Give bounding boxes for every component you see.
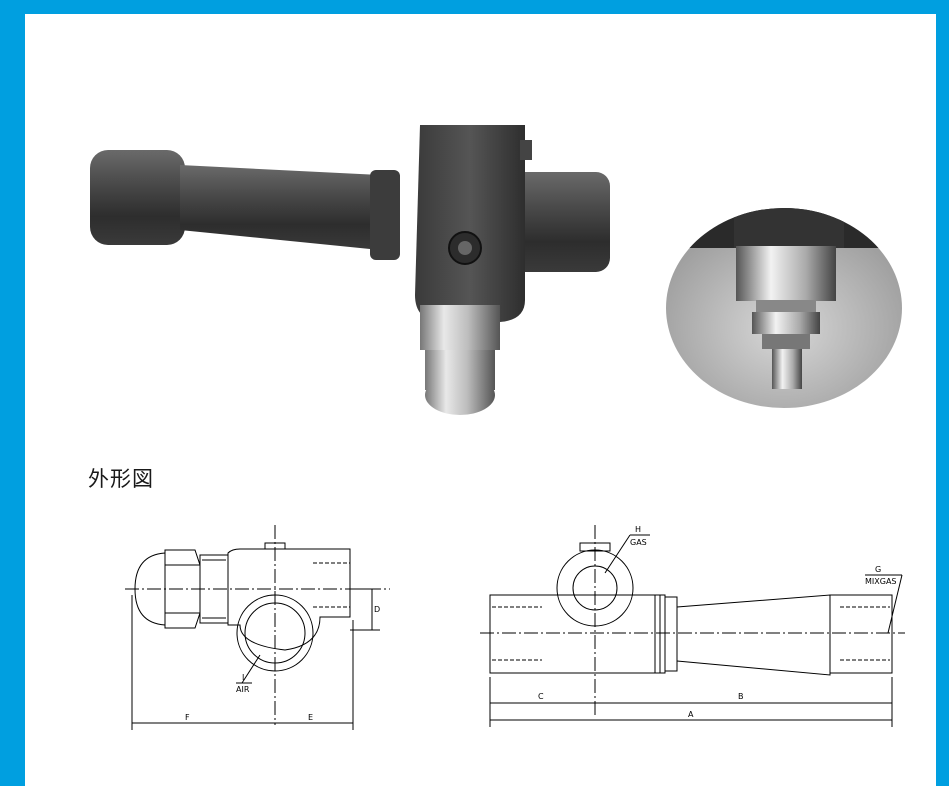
- mixgas-size-label: G: [875, 565, 881, 574]
- dim-e-label: E: [308, 713, 313, 722]
- dim-b-label: B: [738, 692, 744, 701]
- frame-top-border: [0, 0, 949, 14]
- page-title: 外形図: [88, 467, 154, 491]
- dim-f-label: F: [185, 713, 190, 722]
- gas-label: GAS: [630, 538, 647, 547]
- nozzle-detail-photo: [666, 208, 902, 408]
- product-photo: [90, 125, 610, 415]
- air-label: AIR: [236, 685, 250, 694]
- air-size-label: I: [242, 673, 244, 682]
- mixgas-label: MIXGAS: [865, 577, 897, 586]
- frame-left-border: [0, 0, 25, 786]
- dim-d-label: D: [374, 605, 380, 614]
- gas-size-label: H: [635, 525, 641, 534]
- frame-right-border: [936, 0, 949, 786]
- dim-a-label: A: [688, 710, 694, 719]
- front-view-drawing: H GAS G MIXGAS C B A: [480, 525, 905, 727]
- dim-c-label: C: [538, 692, 544, 701]
- side-view-drawing: I AIR D F E: [125, 525, 390, 730]
